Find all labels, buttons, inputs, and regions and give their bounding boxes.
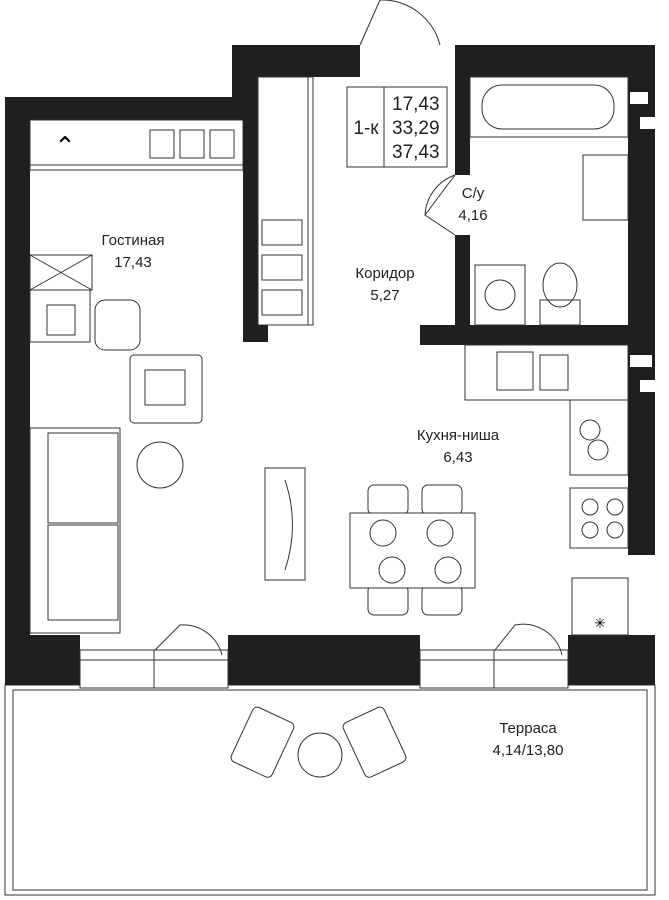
room-area-kitchen: 6,43	[443, 449, 472, 466]
room-name-living: Гостиная	[102, 232, 165, 249]
svg-text:✳: ✳	[594, 615, 606, 631]
room-name-terrace: Терраса	[499, 720, 557, 737]
room-name-bathroom: С/у	[462, 185, 485, 202]
entry-door	[359, 0, 441, 46]
room-area-bathroom: 4,16	[458, 207, 487, 224]
terrace-outline	[4, 684, 656, 896]
area-with-terrace-value: 37,43	[392, 142, 440, 163]
bathroom-fixtures	[469, 76, 629, 326]
kitchen-fixtures: ✳	[464, 344, 629, 636]
wardrobe-corridor	[257, 76, 314, 326]
walls	[5, 45, 655, 685]
terrace-railing	[12, 689, 648, 891]
room-name-kitchen: Кухня-ниша	[417, 427, 500, 444]
bathroom-door	[424, 174, 456, 236]
living-furniture	[29, 254, 306, 634]
hanger-icon: ⌃	[54, 131, 76, 161]
total-area-value: 33,29	[392, 118, 440, 139]
room-area-living: 17,43	[114, 254, 152, 271]
apartment-type: 1-к	[353, 118, 379, 139]
room-name-corridor: Коридор	[355, 265, 414, 282]
windows	[79, 623, 569, 689]
dining-table	[349, 484, 476, 616]
room-area-corridor: 5,27	[370, 287, 399, 304]
terrace-furniture	[230, 706, 407, 778]
wardrobe-living: ⌃	[29, 119, 244, 171]
apartment-info-box: 1-к 17,43 33,29 37,43	[346, 86, 448, 168]
room-area-terrace: 4,14/13,80	[493, 742, 564, 759]
living-area-value: 17,43	[392, 94, 440, 115]
